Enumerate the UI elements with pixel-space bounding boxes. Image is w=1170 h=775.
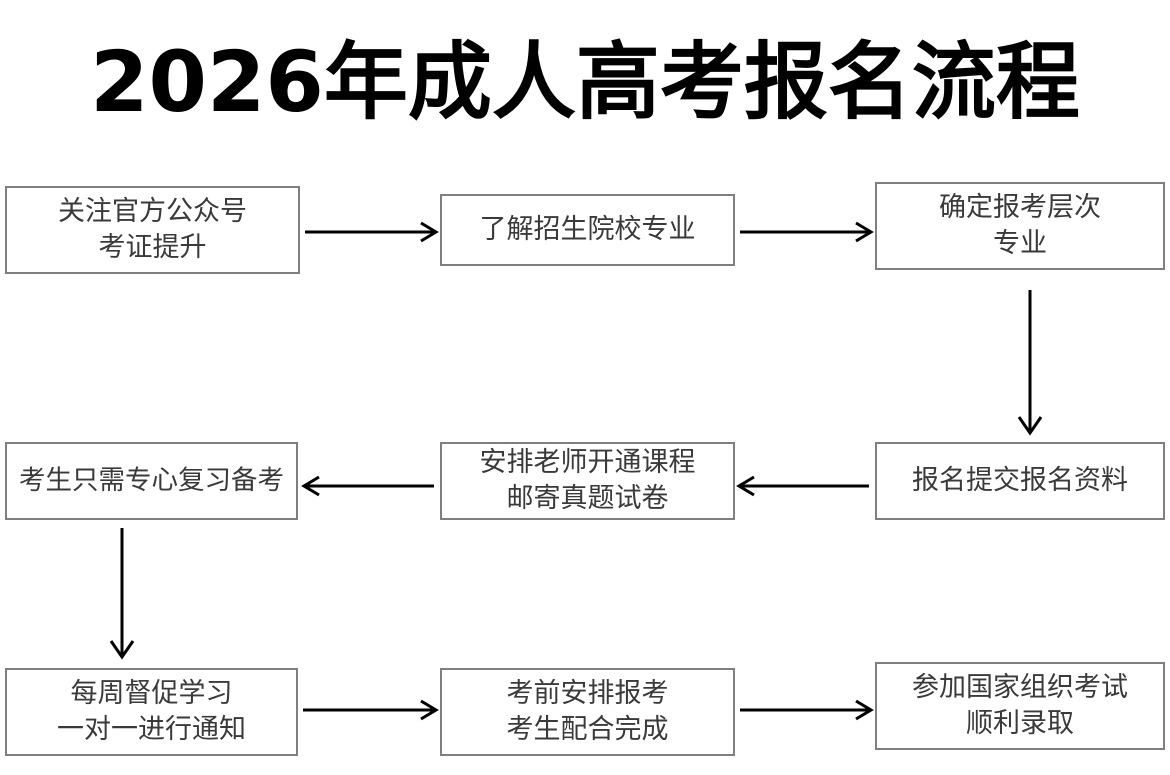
page-title: 2026年成人高考报名流程 — [90, 33, 1080, 131]
flow-node-n5-line-2: 邮寄真题试卷 — [506, 483, 669, 514]
connector-arrow-n2-n3 — [740, 221, 874, 243]
flow-node-n7-line-2: 一对一进行通知 — [57, 714, 246, 745]
flow-node-n4-line-1: 报名提交报名资料 — [912, 465, 1128, 496]
flow-node-n8[interactable]: 考前安排报考 考生配合完成 — [440, 668, 735, 756]
flow-node-n8-line-1: 考前安排报考 — [506, 678, 669, 709]
flow-node-n5-line-1: 安排老师开通课程 — [479, 447, 696, 478]
flow-node-n9[interactable]: 参加国家组织考试 顺利录取 — [875, 662, 1165, 750]
flow-node-n9-line-1: 参加国家组织考试 — [912, 672, 1128, 703]
flow-node-n3-line-1: 确定报考层次 — [939, 192, 1101, 223]
flow-node-n6-line-1: 考生只需专心复习备考 — [19, 465, 284, 496]
flow-node-n9-line-2: 顺利录取 — [966, 708, 1074, 739]
connector-arrow-n1-n2 — [305, 221, 439, 243]
connector-arrow-n7-n8 — [303, 699, 439, 721]
flow-node-n1-line-1: 关注官方公众号 — [58, 196, 247, 227]
flow-node-n5[interactable]: 安排老师开通课程 邮寄真题试卷 — [440, 442, 735, 520]
flow-node-n1[interactable]: 关注官方公众号 考证提升 — [5, 186, 300, 274]
flow-node-n7-line-1: 每周督促学习 — [70, 678, 233, 709]
flow-node-n6[interactable]: 考生只需专心复习备考 — [5, 442, 298, 520]
flow-node-n8-line-2: 考生配合完成 — [506, 714, 669, 745]
connector-arrow-n5-n6 — [301, 475, 434, 497]
flow-node-n3-line-2: 专业 — [993, 228, 1047, 259]
flow-node-n1-line-2: 考证提升 — [98, 232, 207, 263]
connector-arrow-n8-n9 — [740, 699, 874, 721]
flow-node-n7[interactable]: 每周督促学习 一对一进行通知 — [5, 668, 298, 756]
connector-arrow-n3-n4 — [1017, 290, 1043, 436]
flow-node-n2-line-1: 了解招生院校专业 — [479, 214, 696, 245]
connector-arrow-n6-n7 — [109, 528, 135, 660]
flow-node-n3[interactable]: 确定报考层次 专业 — [875, 182, 1165, 270]
flow-node-n4[interactable]: 报名提交报名资料 — [875, 442, 1165, 520]
connector-arrow-n4-n5 — [736, 475, 869, 497]
flow-node-n2[interactable]: 了解招生院校专业 — [440, 194, 735, 266]
